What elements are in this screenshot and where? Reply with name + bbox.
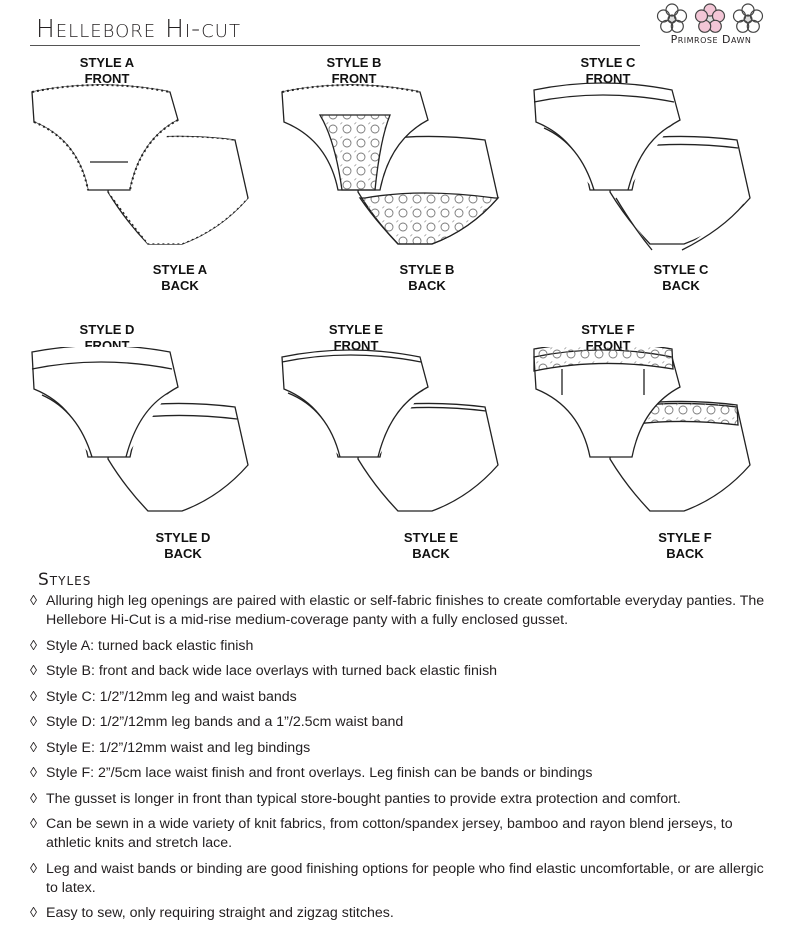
diamond-bullet-icon: ◊: [30, 593, 38, 609]
diamond-bullet-icon: ◊: [30, 739, 38, 756]
style-e-back-label: STYLE E BACK: [403, 530, 459, 561]
style-f-drawing: [533, 347, 751, 512]
style-a-drawing: [31, 84, 249, 245]
bullet-item: ◊Style E: 1/2”/12mm waist and leg bindin…: [30, 739, 311, 756]
diamond-bullet-icon: ◊: [30, 905, 38, 921]
styles-bullet-list: ◊Alluring high leg openings are paired w…: [30, 592, 770, 930]
diamond-bullet-icon: ◊: [30, 765, 38, 781]
bullet-item: ◊Style B: front and back wide lace overl…: [30, 663, 498, 679]
bullet-item: ◊Style C: 1/2”/12mm leg and waist bands: [30, 688, 297, 705]
title-divider: [30, 45, 640, 46]
bullet-item: ◊The gusset is longer in front than typi…: [30, 790, 681, 807]
style-a-back-label: STYLE A BACK: [152, 262, 208, 293]
bullet-item: ◊Easy to sew, only requiring straight an…: [30, 905, 394, 921]
styles-heading: Styles: [38, 570, 92, 590]
bullet-item: ◊Alluring high leg openings are paired w…: [30, 593, 765, 628]
bullet-item: ◊Can be sewn in a wide variety of knit f…: [30, 816, 733, 851]
style-c-front-label: STYLE C FRONT: [580, 55, 636, 86]
style-c-drawing: [533, 82, 751, 251]
style-e-drawing: [281, 349, 499, 512]
style-f-back-label: STYLE F BACK: [658, 530, 712, 561]
style-b-front-label: STYLE B FRONT: [326, 55, 382, 86]
style-b-drawing: [281, 84, 500, 245]
diamond-bullet-icon: ◊: [30, 663, 38, 679]
diamond-bullet-icon: ◊: [30, 860, 38, 877]
diamond-bullet-icon: ◊: [30, 790, 38, 807]
style-e-front-label: STYLE E FRONT: [328, 322, 384, 353]
diamond-bullet-icon: ◊: [30, 714, 38, 730]
style-a-front-label: STYLE A FRONT: [79, 55, 135, 86]
bullet-item: ◊Style D: 1/2”/12mm leg bands and a 1”/2…: [30, 714, 404, 730]
diamond-bullet-icon: ◊: [30, 688, 38, 705]
style-d-back-label: STYLE D BACK: [155, 530, 211, 561]
bullet-item: ◊Style F: 2”/5cm lace waist finish and f…: [30, 765, 593, 781]
diamond-bullet-icon: ◊: [30, 816, 38, 832]
style-b-back-label: STYLE B BACK: [399, 262, 455, 293]
page-title: Hellebore Hi-cut: [36, 14, 241, 43]
diamond-bullet-icon: ◊: [30, 637, 38, 654]
brand-name: Primrose Dawn: [670, 33, 752, 46]
style-c-back-label: STYLE C BACK: [653, 262, 709, 293]
style-d-drawing: [31, 347, 249, 512]
bullet-item: ◊Style A: turned back elastic finish: [30, 637, 254, 654]
bullet-item: ◊Leg and waist bands or binding are good…: [30, 860, 764, 896]
flower-logo-icon: [656, 3, 764, 33]
